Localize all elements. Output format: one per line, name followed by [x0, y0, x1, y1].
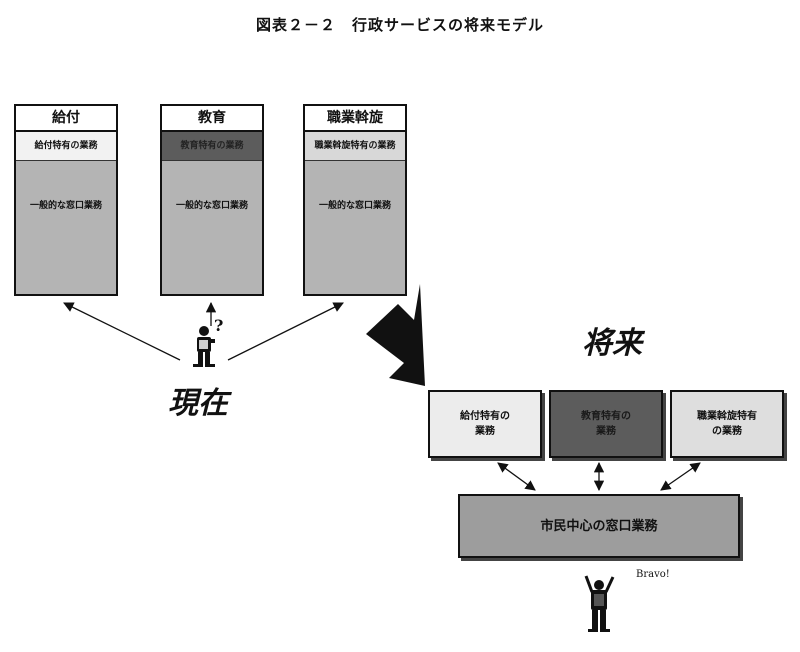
current-label: 現在 — [168, 386, 228, 421]
question-mark: ? — [214, 316, 223, 335]
current-column-education: 教育 教育特有の業務 一般的な窓口業務 — [160, 104, 264, 296]
box-line: の業務 — [712, 426, 742, 437]
column-header: 給付 — [16, 106, 116, 132]
arrow-center-job-placement — [660, 462, 701, 491]
box-line: 教育特有の — [581, 411, 631, 422]
future-benefits-box: 給付特有の業務 — [428, 390, 542, 458]
column-special-tasks: 職業斡旋特有の業務 — [305, 132, 405, 161]
column-general-tasks: 一般的な窓口業務 — [175, 201, 248, 211]
future-label: 将来 — [582, 326, 642, 361]
column-general-tasks: 一般的な窓口業務 — [318, 201, 391, 211]
box-line: 業務 — [596, 426, 616, 437]
arrow-center-benefits — [497, 462, 536, 491]
column-special-tasks: 給付特有の業務 — [16, 132, 116, 161]
figure-title: 図表２－２ 行政サービスの将来モデル — [255, 16, 544, 34]
arrow-to-benefits — [63, 302, 181, 361]
box-line: 給付特有の — [460, 411, 510, 422]
central-label: 市民中心の窓口業務 — [540, 518, 658, 534]
future-job-placement-box: 職業斡旋特有の業務 — [670, 390, 784, 458]
current-column-job-placement: 職業斡旋 職業斡旋特有の業務 一般的な窓口業務 — [303, 104, 407, 296]
current-column-benefits: 給付 給付特有の業務 一般的な窓口業務 — [14, 104, 118, 296]
speech-bravo: Bravo! — [636, 569, 670, 580]
column-general-tasks: 一般的な窓口業務 — [29, 201, 102, 211]
future-education-box: 教育特有の業務 — [549, 390, 663, 458]
column-header: 教育 — [162, 106, 262, 132]
box-line: 職業斡旋特有 — [697, 411, 757, 422]
box-line: 業務 — [475, 426, 495, 437]
confused-person-icon — [193, 326, 215, 367]
column-special-tasks: 教育特有の業務 — [162, 132, 262, 161]
cheering-person-icon — [584, 575, 615, 632]
citizen-centered-window-box: 市民中心の窓口業務 — [458, 494, 740, 558]
column-header: 職業斡旋 — [305, 106, 405, 132]
transition-arrow-icon — [366, 284, 425, 386]
arrow-to-job-placement — [227, 302, 344, 361]
